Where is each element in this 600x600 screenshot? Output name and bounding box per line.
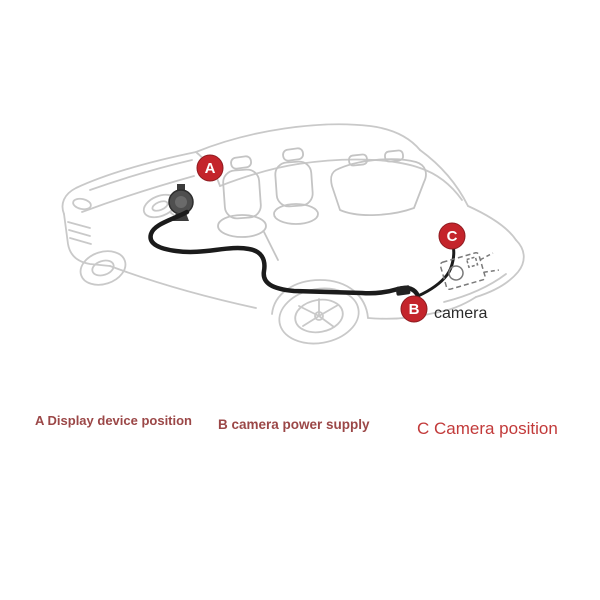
- marker-c-circle: [438, 222, 466, 250]
- car-rear-lower: [433, 296, 477, 314]
- caption-camera-power-supply: B camera power supply: [218, 417, 370, 432]
- steering-hub: [151, 200, 169, 212]
- car-hood-edge: [61, 151, 197, 215]
- marker-a-circle: [196, 154, 224, 182]
- car-roof: [195, 123, 421, 153]
- car-beltline: [297, 158, 463, 201]
- driver-headrest: [230, 155, 252, 170]
- driver-seatback: [222, 168, 262, 220]
- front-wheel-hub: [91, 259, 115, 277]
- marker-a-letter: A: [205, 160, 216, 177]
- caption-camera-position: C Camera position: [417, 419, 558, 438]
- car-rear-arch: [271, 279, 369, 319]
- passenger-headrest: [282, 147, 304, 162]
- rear-headrest-right: [384, 149, 404, 163]
- car-trunk-lid: [467, 205, 517, 241]
- car-front-face: [63, 213, 111, 267]
- passenger-cushion: [273, 203, 319, 225]
- camera-icon: [439, 252, 499, 291]
- car-rear-pillar: [419, 149, 469, 207]
- camera-lens: [448, 265, 464, 281]
- caption-display-device-position: A Display device position: [35, 413, 193, 428]
- car-grille-lines: [67, 221, 92, 245]
- front-wheel: [79, 250, 127, 286]
- interior-seats: [217, 147, 427, 261]
- car-rear-face: [475, 239, 525, 298]
- car-headlight: [72, 197, 92, 211]
- car-bumper-crease: [443, 273, 507, 303]
- marker-c: C: [438, 222, 466, 250]
- camera-bracket-lines: [479, 252, 499, 273]
- car-hood-inner: [89, 159, 193, 191]
- center-console: [263, 231, 279, 261]
- marker-b: B: [400, 295, 428, 323]
- car-hood-crease: [81, 175, 195, 213]
- marker-a: A: [196, 154, 224, 182]
- camera-label: camera: [434, 305, 487, 322]
- rear-bench: [330, 158, 427, 216]
- power-connector: [395, 285, 411, 296]
- marker-b-circle: [400, 295, 428, 323]
- passenger-seatback: [274, 160, 314, 208]
- car-rocker-rear: [367, 312, 435, 320]
- rear-wheel-spokes: [298, 298, 339, 328]
- rear-wheel-rim: [294, 298, 344, 334]
- cable-main: [148, 209, 421, 299]
- car-rocker: [109, 265, 257, 309]
- display-screen-inner: [175, 196, 187, 208]
- camera-body: [439, 252, 486, 291]
- marker-c-letter: C: [447, 228, 458, 245]
- camera-flash: [465, 256, 479, 269]
- car-cowl: [219, 163, 299, 187]
- marker-b-letter: B: [409, 301, 420, 318]
- rear-headrest-left: [348, 153, 368, 167]
- cable-branch-to-camera: [416, 243, 456, 298]
- driver-cushion: [217, 214, 267, 238]
- car-outline: [61, 123, 525, 345]
- display-mount: [177, 184, 185, 190]
